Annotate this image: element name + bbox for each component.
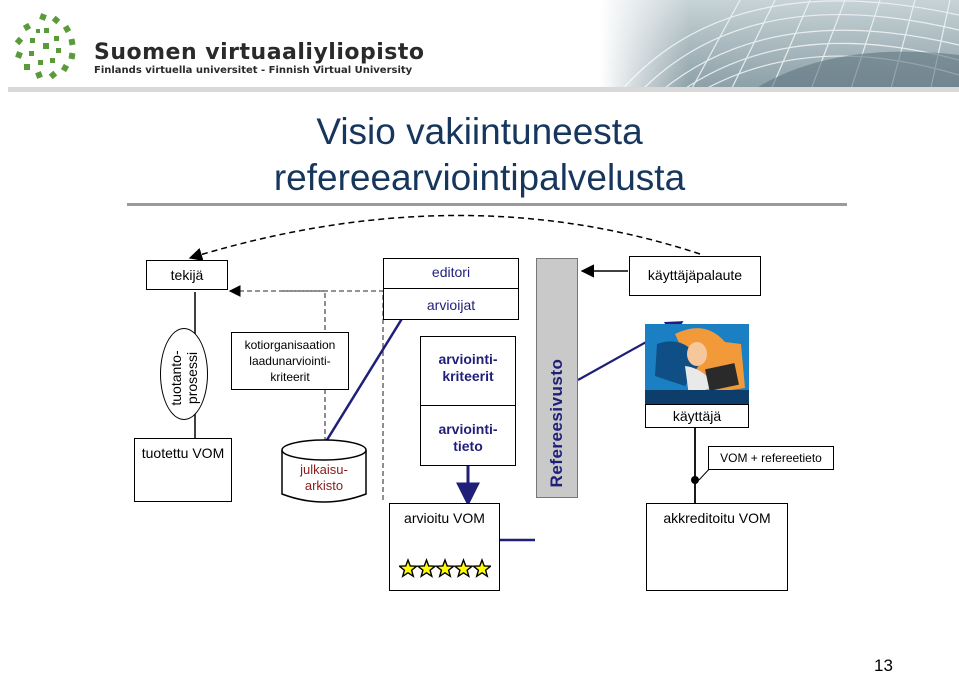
akkreditoitu-vom-box: akkreditoitu VOM <box>646 503 788 591</box>
rating-star-icon <box>434 557 456 578</box>
kayttaja-label: käyttäjä <box>672 408 722 424</box>
kotiorg-kriteerit-box: kotiorganisaation laadunarviointi- krite… <box>231 332 349 390</box>
title-underline <box>127 203 847 206</box>
vom-refereetieto-box: VOM + refereetieto <box>708 446 834 470</box>
editori-arvioijat-box: editori arvioijat <box>383 258 519 320</box>
arvioijat-label: arvioijat <box>426 297 476 313</box>
arviointikriteerit-label: arviointi- kriteerit <box>438 351 498 384</box>
logo-title: Suomen virtuaaliyliopisto <box>94 40 425 65</box>
julkaisuarkisto-label: julkaisu- arkisto <box>300 462 348 493</box>
kayttaja-box: käyttäjä <box>645 404 749 428</box>
header-banner: Suomen virtuaaliyliopisto Finlands virtu… <box>0 0 959 92</box>
glass-dome-image <box>600 0 959 92</box>
tekija-box: tekijä <box>146 260 228 290</box>
kotiorg-line3: kriteerit <box>270 370 310 384</box>
vom-refereetieto-label: VOM + refereetieto <box>720 451 822 465</box>
refereesivusto-label: Refereesivusto <box>547 358 566 488</box>
arvioitu-vom-box: arvioitu VOM <box>389 503 500 591</box>
akkreditoitu-vom-label: akkreditoitu VOM <box>663 510 771 526</box>
kayttaja-image <box>645 324 749 404</box>
arviointitieto-label: arviointi- tieto <box>438 421 498 454</box>
slide-title-line1: Visio vakiintuneesta <box>316 111 643 152</box>
header-divider <box>8 87 959 92</box>
kayttajapalaute-box: käyttäjäpalaute <box>629 256 761 296</box>
julkaisuarkisto-cylinder <box>281 439 367 503</box>
kotiorg-line2: laadunarviointi- <box>249 354 331 368</box>
kayttajapalaute-label: käyttäjäpalaute <box>647 267 743 283</box>
page-number: 13 <box>874 656 893 675</box>
logo-subtitle: Finlands virtuella universitet - Finnish… <box>94 65 413 76</box>
arviointi-stack-box: arviointi- kriteerit arviointi- tieto <box>420 336 516 466</box>
tuotantoprosessi-label: tuotanto- prosessi <box>168 350 200 406</box>
kotiorg-line1: kotiorganisaation <box>244 338 336 352</box>
feedback-dashed-arc <box>188 214 701 261</box>
tuotettu-vom-label: tuotettu VOM <box>141 445 225 461</box>
refereesivusto-box <box>536 258 578 498</box>
tuotantoprosessi-ellipse <box>160 328 208 420</box>
rating-stars <box>397 557 493 580</box>
rating-star-icon <box>416 557 437 578</box>
tekija-label: tekijä <box>170 267 204 283</box>
rating-star-icon <box>453 557 474 578</box>
tuotettu-vom-box: tuotettu VOM <box>134 438 232 502</box>
rating-star-icon <box>471 557 493 578</box>
arvioitu-vom-label: arvioitu VOM <box>404 510 485 526</box>
rating-star-icon <box>397 557 419 578</box>
logo-icon <box>14 13 76 80</box>
editori-label: editori <box>431 264 471 280</box>
slide-title-line2: refereearviointipalvelusta <box>273 157 686 198</box>
